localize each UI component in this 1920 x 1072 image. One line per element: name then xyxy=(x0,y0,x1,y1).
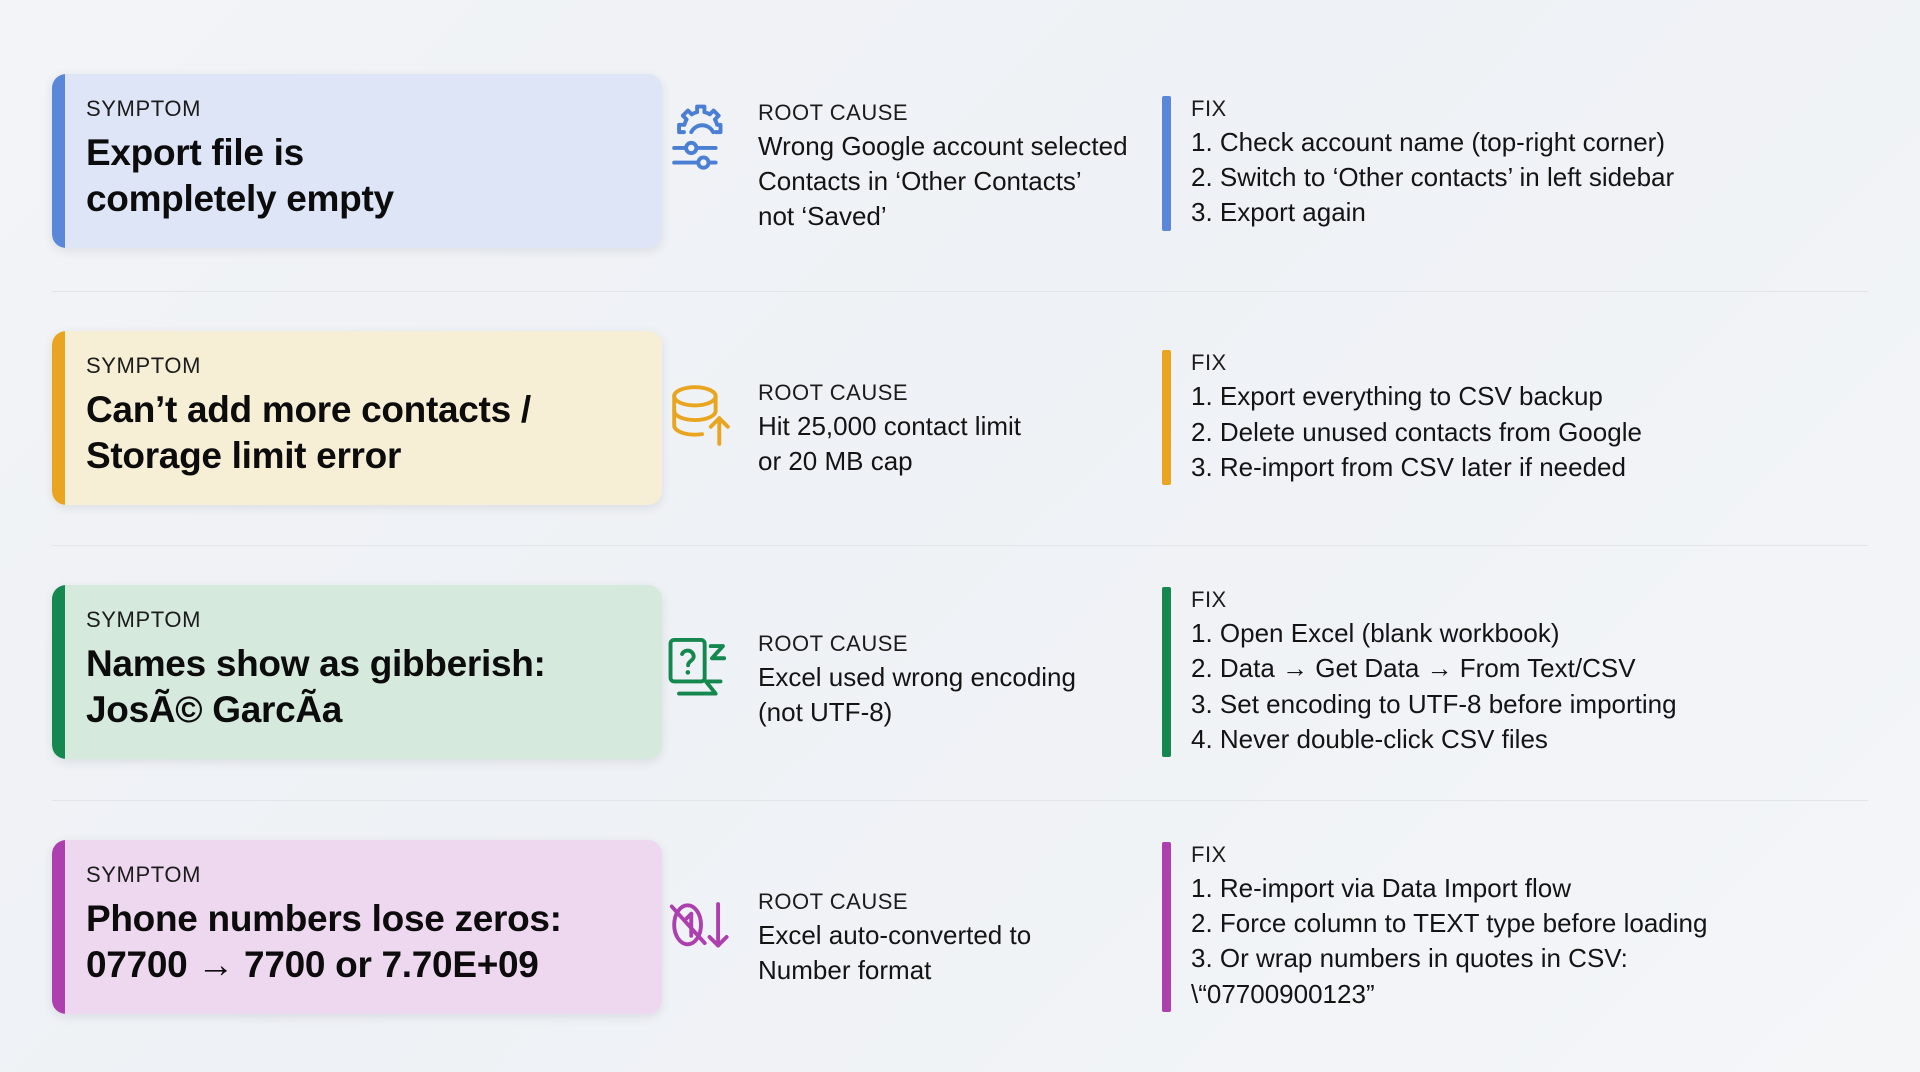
symptom-card: SYMPTOM Export file is completely empty xyxy=(52,74,662,249)
root-cause-block: ROOT CAUSE Excel auto-converted to Numbe… xyxy=(662,865,1162,988)
fix-step: 4. Never double-click CSV files xyxy=(1191,724,1548,755)
symptom-text: Names show as gibberish: JosÃ© GarcÃ­a xyxy=(86,643,546,731)
settings-sliders-icon xyxy=(662,98,740,176)
symptom-text: Phone numbers lose zeros: 07700 → 7700 o… xyxy=(86,897,562,985)
fix-block: FIX 1. Check account name (top-right cor… xyxy=(1162,95,1890,231)
fix-step: 3. Or wrap numbers in quotes in CSV: xyxy=(1191,943,1628,974)
root-cause-label: ROOT CAUSE xyxy=(758,380,909,406)
issue-row: SYMPTOM Names show as gibberish: JosÃ© G… xyxy=(52,545,1890,800)
fix-step: 2. Data → Get Data → From Text/CSV xyxy=(1191,653,1636,684)
fix-step: 2. Delete unused contacts from Google xyxy=(1191,416,1642,447)
root-cause-label: ROOT CAUSE xyxy=(758,630,909,656)
root-cause-label: ROOT CAUSE xyxy=(758,100,909,126)
row-divider xyxy=(52,799,1868,801)
root-cause-text: Wrong Google account selected Contacts i… xyxy=(758,131,1128,232)
symptom-label: SYMPTOM xyxy=(86,607,202,633)
symptom-label: SYMPTOM xyxy=(86,861,202,887)
fix-label: FIX xyxy=(1191,587,1227,613)
no-leading-zero-icon xyxy=(662,887,740,965)
issue-row: SYMPTOM Export file is completely empty … xyxy=(52,36,1890,291)
root-cause-label: ROOT CAUSE xyxy=(758,889,909,915)
root-cause-text: Hit 25,000 contact limit or 20 MB cap xyxy=(758,411,1022,477)
row-divider xyxy=(52,545,1868,546)
root-cause-block: ROOT CAUSE Excel used wrong encoding (no… xyxy=(662,615,1162,730)
root-cause-block: ROOT CAUSE Hit 25,000 contact limit or 2… xyxy=(662,356,1162,479)
symptom-accent-bar xyxy=(52,74,65,249)
fix-step: 1. Re-import via Data Import flow xyxy=(1191,872,1572,903)
fix-step: 3. Re-import from CSV later if needed xyxy=(1191,451,1626,482)
database-upload-icon xyxy=(662,378,740,456)
symptom-accent-bar xyxy=(52,839,65,1014)
fix-step-list: 1. Check account name (top-right corner)… xyxy=(1191,125,1674,231)
fix-step: 2. Switch to ‘Other contacts’ in left si… xyxy=(1191,162,1675,193)
fix-label: FIX xyxy=(1191,841,1227,867)
symptom-card: SYMPTOM Can’t add more contacts / Storag… xyxy=(52,330,662,505)
fix-step: 1. Open Excel (blank workbook) xyxy=(1191,618,1560,649)
fix-accent-bar xyxy=(1162,587,1171,758)
symptom-text: Can’t add more contacts / Storage limit … xyxy=(86,388,531,476)
fix-step: 1. Export everything to CSV backup xyxy=(1191,381,1603,412)
issue-row: SYMPTOM Can’t add more contacts / Storag… xyxy=(52,290,1890,546)
fix-block: FIX 1. Re-import via Data Import flow 2.… xyxy=(1162,841,1890,1012)
fix-block: FIX 1. Open Excel (blank workbook) 2. Da… xyxy=(1162,587,1890,758)
symptom-label: SYMPTOM xyxy=(86,96,202,122)
root-cause-text: Excel used wrong encoding (not UTF-8) xyxy=(758,661,1076,727)
root-cause-block: ROOT CAUSE Wrong Google account selected… xyxy=(662,92,1162,234)
fix-accent-bar xyxy=(1162,350,1171,486)
fix-step-list: 1. Export everything to CSV backup 2. De… xyxy=(1191,379,1642,485)
fix-step-list: 1. Open Excel (blank workbook) 2. Data →… xyxy=(1191,616,1677,757)
fix-label: FIX xyxy=(1191,95,1227,121)
broken-encoding-icon xyxy=(662,629,740,707)
fix-step: 3. Set encoding to UTF-8 before importin… xyxy=(1191,688,1677,719)
root-cause-text: Excel auto-converted to Number format xyxy=(758,920,1032,986)
row-divider xyxy=(52,290,1868,292)
symptom-accent-bar xyxy=(52,585,65,760)
symptom-text: Export file is completely empty xyxy=(86,132,394,220)
fix-step: 1. Check account name (top-right corner) xyxy=(1191,126,1665,157)
fix-block: FIX 1. Export everything to CSV backup 2… xyxy=(1162,350,1890,486)
fix-step: 3. Export again xyxy=(1191,197,1366,228)
fix-step-list: 1. Re-import via Data Import flow 2. For… xyxy=(1191,871,1707,1012)
fix-accent-bar xyxy=(1162,95,1171,231)
fix-step: \“07700900123” xyxy=(1191,978,1375,1009)
fix-label: FIX xyxy=(1191,350,1227,376)
symptom-card: SYMPTOM Names show as gibberish: JosÃ© G… xyxy=(52,585,662,760)
fix-step: 2. Force column to TEXT type before load… xyxy=(1191,907,1708,938)
symptom-card: SYMPTOM Phone numbers lose zeros: 07700 … xyxy=(52,839,662,1014)
fix-accent-bar xyxy=(1162,841,1171,1012)
symptom-accent-bar xyxy=(52,330,65,505)
symptom-label: SYMPTOM xyxy=(86,352,202,378)
issue-row: SYMPTOM Phone numbers lose zeros: 07700 … xyxy=(52,799,1890,1055)
